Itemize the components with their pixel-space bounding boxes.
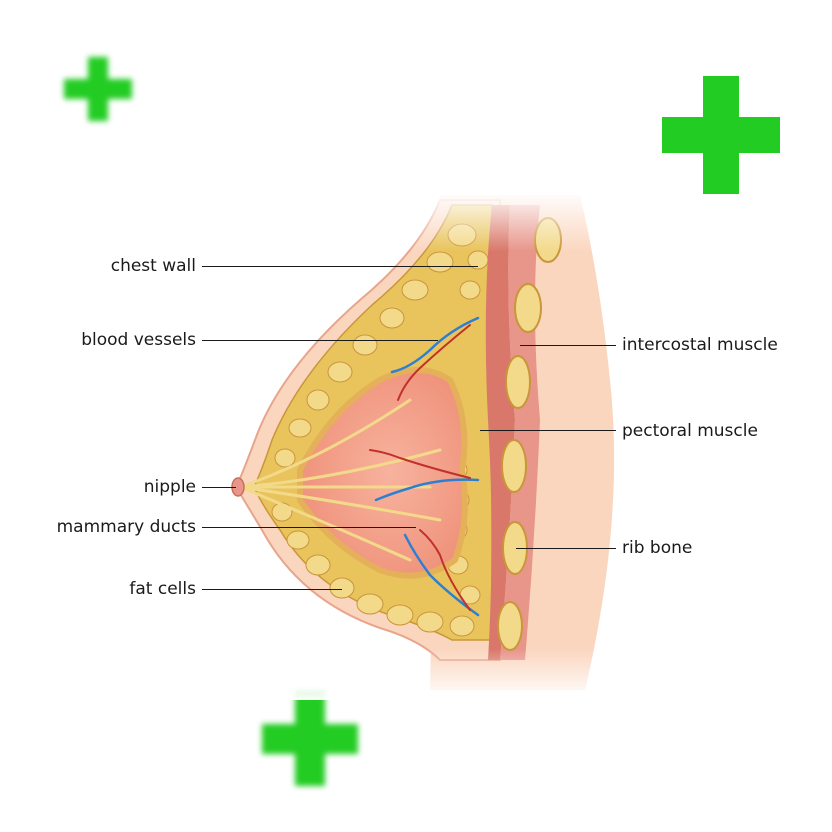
leader-line-pectoral-muscle [480,430,616,431]
leader-line-chest-wall [202,266,478,267]
leader-line-mammary-ducts [202,527,416,528]
leader-line-blood-vessels [202,340,438,341]
label-chest-wall: chest wall [80,256,196,276]
label-rib-bone: rib bone [622,538,692,558]
leader-line-intercostal-muscle [520,345,616,346]
label-fat-cells: fat cells [80,579,196,599]
label-intercostal-muscle: intercostal muscle [622,335,778,355]
label-pectoral-muscle: pectoral muscle [622,421,758,441]
leader-line-fat-cells [202,589,342,590]
leader-line-rib-bone [516,548,616,549]
label-nipple: nipple [80,477,196,497]
label-mammary-ducts: mammary ducts [20,517,196,537]
leader-line-nipple [202,487,236,488]
label-blood-vessels: blood vessels [40,330,196,350]
